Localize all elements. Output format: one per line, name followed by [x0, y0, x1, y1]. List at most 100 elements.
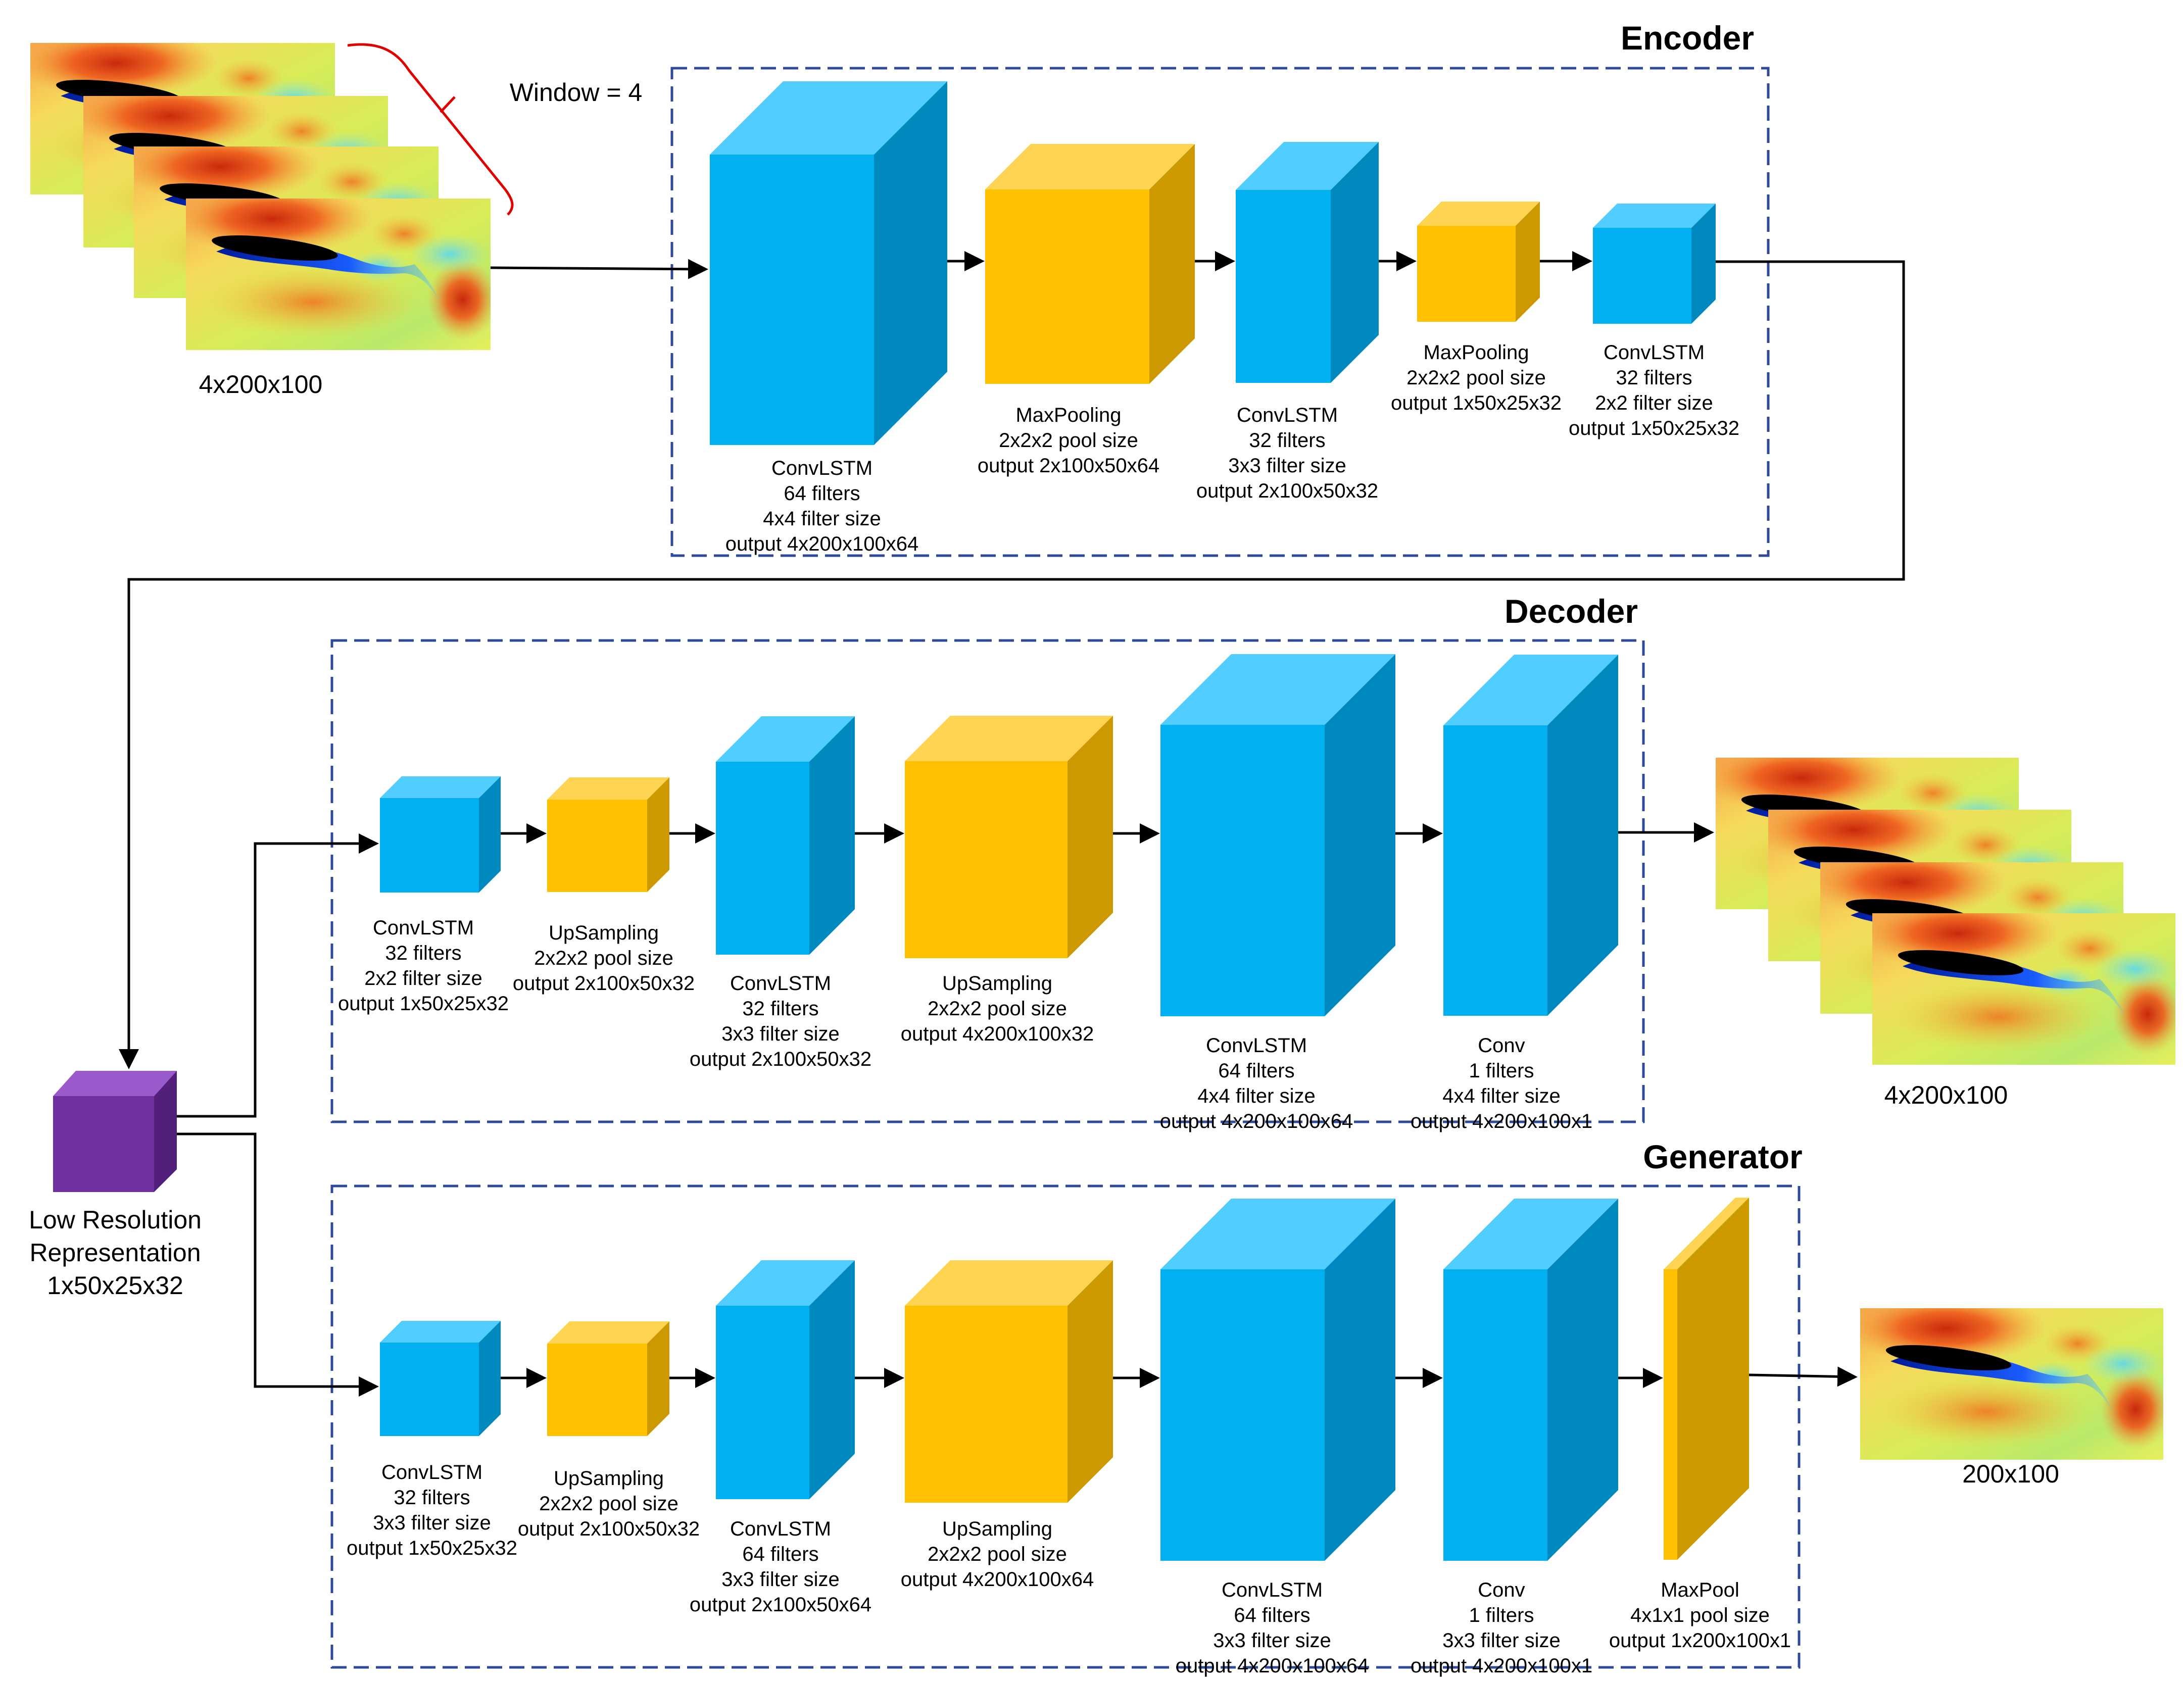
- layer-label-line2: 2x2x2 pool size: [539, 1493, 678, 1515]
- block-top-face: [547, 777, 669, 800]
- block-top-face: [1593, 204, 1716, 228]
- block-front-face: [905, 761, 1067, 958]
- layer-label-name: UpSampling: [942, 1518, 1052, 1540]
- block-front-face: [716, 1306, 809, 1499]
- encoder-layer-2-block: [985, 144, 1195, 384]
- decoder-layer-6-block: [1443, 655, 1618, 1016]
- block-front-face: [547, 1344, 647, 1436]
- layer-label-line3: output 1x50x25x32: [1391, 392, 1562, 414]
- latent-label-line3: 1x50x25x32: [47, 1271, 183, 1300]
- block-top-face: [1443, 655, 1618, 725]
- layer-label-line3: 4x4 filter size: [1442, 1085, 1560, 1107]
- layer-label-line3: output 1x200x100x1: [1609, 1629, 1791, 1652]
- layer-label-line4: output 1x50x25x32: [1569, 417, 1739, 439]
- flow-arrows: [119, 251, 1905, 1397]
- layer-label-name: ConvLSTM: [1206, 1034, 1307, 1057]
- layer-label-line3: 3x3 filter size: [721, 1568, 839, 1591]
- block-top-face: [1236, 142, 1379, 190]
- layer-label-line4: output 2x100x50x32: [1196, 480, 1378, 502]
- layer-label-name: ConvLSTM: [771, 457, 872, 479]
- decoder-output-label: 4x200x100: [1884, 1081, 2008, 1109]
- layer-label-line3: 3x3 filter size: [1228, 455, 1346, 477]
- block-side-face: [1677, 1198, 1749, 1560]
- latent-cube: [53, 1071, 177, 1192]
- layer-label-name: ConvLSTM: [381, 1461, 482, 1484]
- layer-label-line3: output 4x200x100x32: [901, 1023, 1094, 1045]
- layer-label-line2: 64 filters: [1218, 1060, 1294, 1082]
- layer-label-name: UpSampling: [549, 922, 659, 944]
- encoder-frame: [670, 67, 1770, 557]
- layer-label-name: MaxPooling: [1015, 404, 1121, 426]
- encoder-layer-1-label: ConvLSTM 64 filters 4x4 filter size output …: [725, 457, 919, 555]
- layer-label-line3: 3x3 filter size: [721, 1023, 839, 1045]
- block-top-face: [547, 1321, 669, 1344]
- layer-label-line3: 3x3 filter size: [1213, 1629, 1331, 1652]
- layer-label-name: MaxPooling: [1423, 341, 1529, 364]
- layer-label-line2: 64 filters: [784, 482, 860, 505]
- layer-label-line2: 4x1x1 pool size: [1630, 1604, 1770, 1626]
- block-front-face: [1417, 226, 1516, 322]
- layer-label-line4: output 2x100x50x32: [690, 1048, 871, 1070]
- layer-label-line2: 64 filters: [1234, 1604, 1310, 1626]
- block-side-face: [1547, 655, 1618, 1016]
- block-top-face: [1160, 1199, 1395, 1269]
- block-front-face: [1593, 228, 1691, 324]
- layer-label-name: Conv: [1478, 1034, 1525, 1057]
- layer-label-line4: output 4x200x100x64: [725, 533, 919, 555]
- window-bracket: [347, 43, 514, 216]
- block-top-face: [380, 776, 501, 798]
- block-front-face: [1160, 725, 1325, 1016]
- decoder-layer-1-block: [380, 776, 501, 893]
- decoder-frame: [330, 639, 1645, 1123]
- layer-label-name: UpSampling: [554, 1467, 664, 1490]
- block-side-face: [1325, 654, 1395, 1016]
- block-front-face: [1664, 1269, 1677, 1560]
- generator-layer-4-label: UpSampling 2x2x2 pool size output 4x200x10…: [901, 1518, 1094, 1591]
- layer-labels: ConvLSTM 64 filters 4x4 filter size output …: [338, 341, 1791, 1677]
- layer-label-line4: output 4x200x100x1: [1411, 1110, 1592, 1132]
- latent-label-line2: Representation: [29, 1239, 201, 1267]
- encoder-layer-4-block: [1417, 202, 1540, 322]
- layer-label-line4: output 4x200x100x64: [1160, 1110, 1353, 1132]
- layer-label-line3: 4x4 filter size: [763, 508, 881, 530]
- generator-layer-4-block: [905, 1260, 1113, 1503]
- block-side-face: [479, 776, 501, 893]
- encoder-layer-1-block: [710, 81, 947, 445]
- block-side-face: [809, 716, 855, 955]
- generator-to-output-arrow: [1749, 1366, 1858, 1387]
- block-front-face: [1443, 725, 1547, 1016]
- block-side-face: [874, 81, 947, 445]
- generator-layer-2-block: [547, 1321, 669, 1436]
- generator-layer-1-block: [380, 1321, 501, 1436]
- block-front-face: [380, 798, 479, 893]
- block-side-face: [1331, 142, 1379, 383]
- layer-label-line2: 1 filters: [1469, 1060, 1534, 1082]
- decoder-layer-2-block: [547, 777, 669, 892]
- layer-label-line2: 2x2x2 pool size: [928, 1543, 1067, 1565]
- layer-label-line3: output 4x200x100x64: [901, 1568, 1094, 1591]
- layer-label-line3: 3x3 filter size: [373, 1512, 491, 1534]
- block-top-face: [1417, 202, 1540, 226]
- window-label: Window = 4: [510, 78, 643, 107]
- layer-label-line3: output 2x100x50x32: [513, 972, 695, 995]
- layer-label-line4: output 4x200x100x64: [1176, 1655, 1369, 1677]
- block-side-face: [1067, 716, 1113, 958]
- block-side-face: [1691, 204, 1716, 324]
- block-top-face: [985, 144, 1195, 189]
- block-front-face: [1236, 190, 1331, 383]
- block-top-face: [1160, 654, 1395, 725]
- block-top-face: [716, 716, 855, 762]
- input-to-encoder-arrow: [490, 259, 708, 279]
- block-top-face: [905, 716, 1113, 761]
- layer-label-line3: 3x3 filter size: [1442, 1629, 1560, 1652]
- block-front-face: [1160, 1269, 1325, 1561]
- decoder-layer-4-block: [905, 716, 1113, 958]
